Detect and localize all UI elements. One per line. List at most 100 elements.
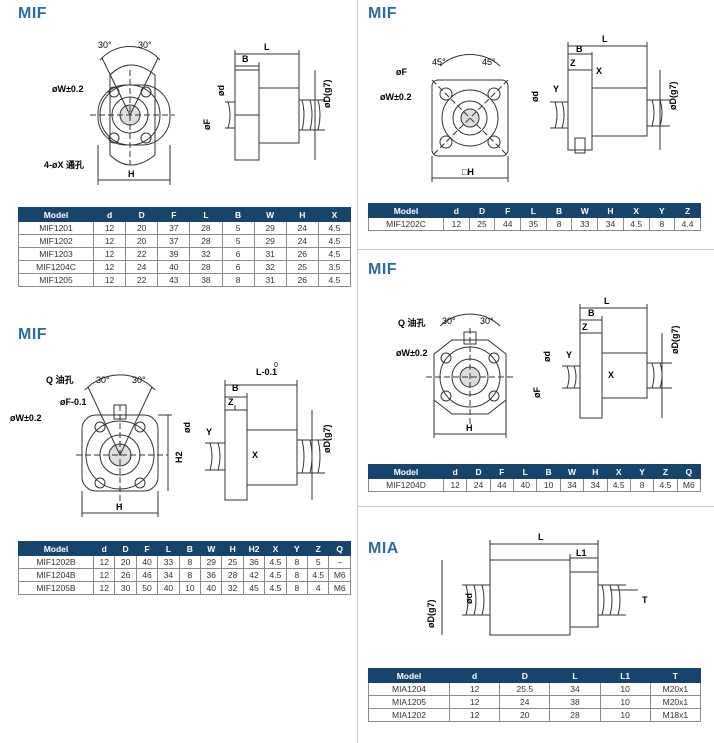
table-cell: M6 — [328, 581, 351, 595]
table-cell: 24 — [285, 221, 319, 235]
table-cell: 4.5 — [317, 247, 352, 261]
table-cell: 10 — [536, 478, 561, 492]
l-label: L-0.1 — [256, 367, 277, 377]
column-header: L1 — [599, 668, 651, 683]
section-title: MIF — [368, 261, 398, 278]
table-cell: 31 — [253, 273, 287, 287]
column-header: X — [317, 207, 352, 222]
z-label: Z — [228, 397, 234, 407]
column-header: Z — [307, 541, 330, 556]
column-header: H — [221, 541, 244, 556]
table-cell: 34 — [583, 478, 608, 492]
table-cell: 45 — [242, 581, 266, 595]
x-label: X — [252, 450, 258, 460]
table-cell: 12 — [448, 682, 501, 696]
table-cell: 20 — [125, 234, 159, 248]
b-label: B — [588, 308, 595, 318]
column-header: Z — [674, 203, 701, 218]
table-cell: 25 — [285, 260, 319, 274]
column-header: X — [606, 464, 631, 479]
column-header: d — [448, 668, 501, 683]
table-cell: 28 — [221, 568, 244, 582]
table-cell: 4.5 — [264, 568, 287, 582]
table-cell: 33 — [571, 217, 599, 231]
section-title: MIF — [368, 5, 398, 22]
h-label: □H — [462, 167, 474, 177]
column-header: Model — [368, 203, 444, 218]
table-cell: M6 — [328, 568, 351, 582]
vertical-divider — [357, 0, 358, 743]
dg7-label: øD(g7) — [322, 80, 332, 109]
table-cell: – — [328, 555, 351, 569]
table-cell: 12 — [92, 568, 116, 582]
table-cell: 12 — [92, 221, 127, 235]
column-header: d — [443, 203, 470, 218]
table-cell: 4.5 — [264, 581, 287, 595]
table-cell: 8 — [648, 217, 676, 231]
table-cell: 50 — [135, 581, 159, 595]
table-cell: 43 — [157, 273, 191, 287]
column-header: B — [221, 207, 255, 222]
column-header: d — [442, 464, 468, 479]
column-header: X — [264, 541, 287, 556]
table-cell: 5 — [221, 234, 255, 248]
column-header: B — [545, 203, 573, 218]
h-label: H — [466, 423, 473, 433]
table-cell: 39 — [157, 247, 191, 261]
table-cell: 40 — [135, 555, 159, 569]
horizontal-divider — [358, 506, 714, 507]
column-header: Q — [328, 541, 351, 556]
b-label: B — [576, 44, 583, 54]
table-cell: 20 — [499, 708, 551, 722]
column-header: D — [125, 207, 159, 222]
table-cell: 4.5 — [317, 234, 352, 248]
b-label: B — [242, 54, 249, 64]
angle-label: 30° — [96, 375, 110, 385]
h-label: H — [116, 502, 123, 512]
table-cell: 38 — [189, 273, 223, 287]
column-header: D — [468, 203, 496, 218]
table-cell: 20 — [125, 221, 159, 235]
mifc-square-flange-drawing: 45° 45° øF øW±0.2 □H L B Z Y X ød øD(g7) — [380, 34, 678, 182]
column-header: B — [178, 541, 202, 556]
b-label: B — [232, 383, 239, 393]
column-header: Y — [285, 541, 309, 556]
column-header: D — [466, 464, 491, 479]
column-header: Model — [18, 207, 94, 222]
column-header: D — [114, 541, 137, 556]
mifb-flange-drawing: Q 油孔 30° 30° øF-0.1 øW±0.2 H H2 L-0.1 0 … — [10, 362, 332, 517]
f-label: øF — [396, 67, 407, 77]
table-cell: 25 — [468, 217, 496, 231]
model-cell: MIF1202C — [368, 217, 444, 231]
table-cell: 44 — [489, 478, 515, 492]
table-cell: 8 — [178, 555, 202, 569]
table-cell: 24 — [125, 260, 159, 274]
h2-label: H2 — [174, 451, 184, 463]
column-header: Z — [653, 464, 678, 479]
table-cell: 24 — [285, 234, 319, 248]
table-cell: 8 — [178, 568, 202, 582]
table-cell: 12 — [442, 478, 468, 492]
table-cell: 12 — [92, 555, 116, 569]
table-cell: 28 — [189, 260, 223, 274]
table-cell: 26 — [285, 247, 319, 261]
table-cell: 37 — [157, 221, 191, 235]
w-tolerance-label: øW±0.2 — [380, 92, 411, 102]
model-cell: MIA1204 — [368, 682, 450, 696]
table-cell: 30 — [114, 581, 137, 595]
table-cell: 8 — [221, 273, 255, 287]
mia-nut-drawing: L L1 ød øD(g7) T — [426, 532, 648, 636]
column-header: d — [92, 207, 127, 222]
y-label: Y — [553, 84, 559, 94]
table-cell: 12 — [448, 695, 501, 709]
angle-label: 30° — [132, 375, 146, 385]
